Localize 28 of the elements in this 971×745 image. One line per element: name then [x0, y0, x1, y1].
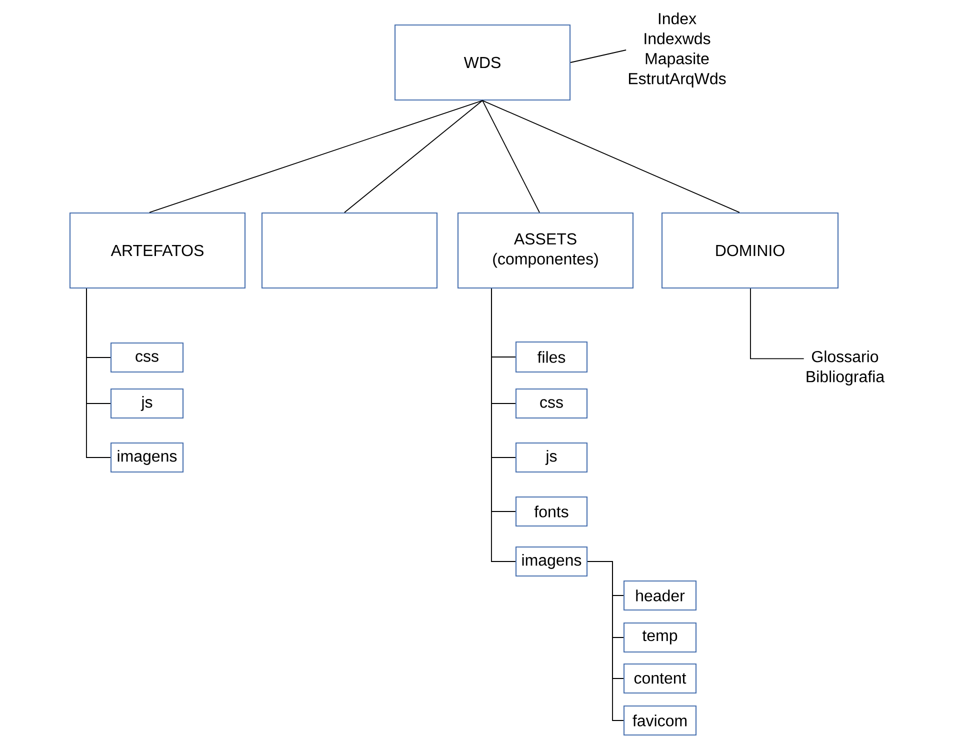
file-box: fonts	[515, 496, 588, 527]
connector-line	[750, 288, 804, 360]
file-box: files	[515, 341, 588, 373]
connector-line	[86, 288, 111, 458]
text-list: Glossario Bibliografia	[806, 350, 885, 386]
file-box: css	[110, 342, 184, 373]
file-box: imagens	[110, 442, 184, 473]
root-box: WDS	[394, 24, 571, 101]
file-box: js	[515, 442, 588, 473]
connector-line	[587, 561, 624, 721]
connector-line	[149, 100, 483, 213]
connector-line	[491, 288, 516, 562]
file-box: favicom	[623, 705, 697, 736]
file-box: header	[623, 580, 697, 611]
connector-line	[482, 100, 540, 213]
folder-box	[261, 212, 438, 289]
connector-line	[344, 100, 483, 213]
folder-box: ASSETS (componentes)	[457, 212, 634, 289]
file-box: imagens	[515, 546, 588, 577]
file-box: content	[623, 663, 697, 694]
connector-line	[570, 50, 627, 63]
file-box: css	[515, 388, 588, 419]
file-box: js	[110, 388, 184, 419]
text-list: Index Indexwds Mapasite EstrutArqWds	[628, 12, 726, 88]
file-box: temp	[623, 622, 697, 653]
folder-box: ARTEFATOS	[69, 212, 246, 289]
connector-line	[482, 100, 740, 213]
folder-box: DOMINIO	[661, 212, 839, 289]
